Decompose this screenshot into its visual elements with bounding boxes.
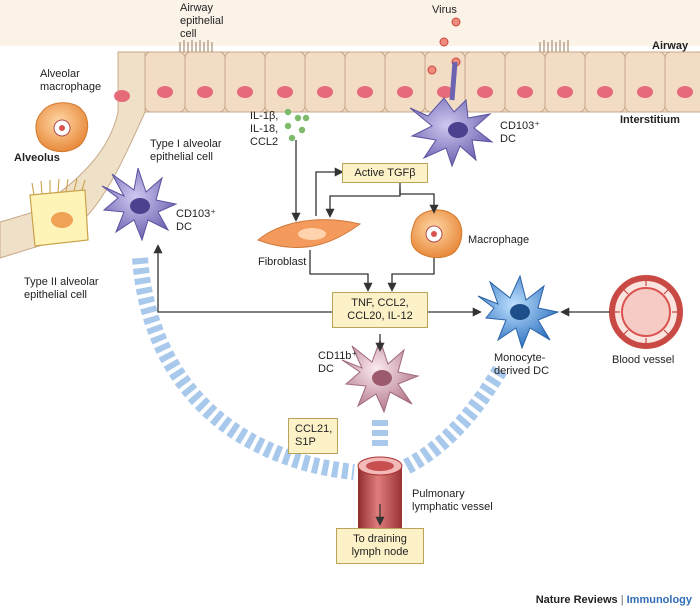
cytokine-dots: [284, 108, 310, 142]
cd103-dc-left-label: CD103⁺ DC: [176, 208, 217, 233]
type2-cell-label: Type II alveolar epithelial cell: [24, 276, 99, 301]
active-tgfb-box: Active TGFβ: [342, 163, 428, 183]
cd103-dc-alveolus: [101, 167, 178, 242]
airway-epithelial-cell: [664, 51, 700, 113]
journal-credit: Nature Reviews | Immunology: [536, 594, 692, 606]
macrophage-label: Macrophage: [468, 234, 530, 246]
airway-epithelial-cell: [504, 51, 546, 113]
airway-epithelial-cell: [264, 51, 306, 113]
airway-epithelial-cell: [304, 51, 346, 113]
epithelial-nucleus: [437, 86, 453, 98]
airway-epithelial-cell: [384, 51, 426, 113]
cd11b-dc: [341, 338, 420, 414]
airway-epithelial-cell-label: Airway epithelial cell: [180, 2, 224, 40]
cd103-dc-top-label: CD103⁺ DC: [500, 120, 541, 145]
alveolar-macrophage-label: Alveolar macrophage: [40, 68, 102, 93]
ccl21-s1p-box: CCL21, S1P: [288, 418, 338, 454]
monocyte-derived-dc: [477, 274, 560, 350]
epithelial-nucleus: [557, 86, 573, 98]
interstitial-macrophage: [410, 209, 463, 259]
epithelial-nucleus: [197, 86, 213, 98]
airway-label: Airway: [652, 40, 689, 52]
airway-epithelial-cell: [464, 51, 506, 113]
pulmonary-lymphatic-label: Pulmonary lymphatic vessel: [412, 488, 493, 513]
airway-epithelial-cell: [184, 51, 226, 113]
epithelial-nucleus: [397, 86, 413, 98]
type1-nucleus: [114, 90, 130, 102]
cd103-dc-airway: [409, 61, 494, 168]
airway-epithelial-cell: [624, 51, 666, 113]
mediators-box: TNF, CCL2, CCL20, IL-12: [332, 292, 428, 328]
airway-epithelial-cell: [344, 51, 386, 113]
monocyte-dc-label: Monocyte- derived DC: [494, 352, 550, 377]
epithelial-nucleus: [277, 86, 293, 98]
fibroblast-label: Fibroblast: [258, 256, 307, 268]
type2-alveolar-cell: [29, 178, 89, 247]
publisher-name: Nature Reviews: [535, 594, 618, 606]
airway-epithelium: [0, 0, 700, 113]
interstitium-label: Interstitium: [620, 114, 680, 126]
epithelial-nucleus: [317, 86, 333, 98]
airway-epithelial-cell: [224, 51, 266, 113]
cd11b-dc-label: CD11b⁺ DC: [318, 350, 358, 375]
flow-arrows: [153, 140, 610, 526]
cytokines-label: IL-1β, IL-18, CCL2: [250, 110, 279, 148]
epithelial-nucleus: [677, 86, 693, 98]
airway-epithelial-cell: [544, 51, 586, 113]
virus-particles: [427, 17, 461, 75]
fibroblast: [257, 219, 362, 248]
virus-label: Virus: [432, 4, 457, 16]
alveolar-macrophage: [35, 102, 89, 153]
epithelial-nucleus: [597, 86, 613, 98]
epithelial-nucleus: [157, 86, 173, 98]
journal-name: Immunology: [626, 594, 692, 606]
epithelial-nucleus: [477, 86, 493, 98]
epithelial-nucleus: [637, 86, 653, 98]
epithelial-nucleus: [237, 86, 253, 98]
blood-vessel-label: Blood vessel: [612, 354, 675, 366]
airway-epithelial-cell: [144, 51, 186, 113]
credit-separator: |: [620, 594, 624, 606]
alveolus-label: Alveolus: [14, 152, 60, 164]
airway-epithelial-cell: [584, 51, 626, 113]
to-lymph-node-box: To draining lymph node: [336, 528, 424, 564]
epithelial-nucleus: [517, 86, 533, 98]
migration-arrows: [132, 257, 507, 480]
blood-vessel: [609, 275, 683, 349]
type1-cell-label: Type I alveolar epithelial cell: [150, 138, 222, 163]
epithelial-nucleus: [357, 86, 373, 98]
